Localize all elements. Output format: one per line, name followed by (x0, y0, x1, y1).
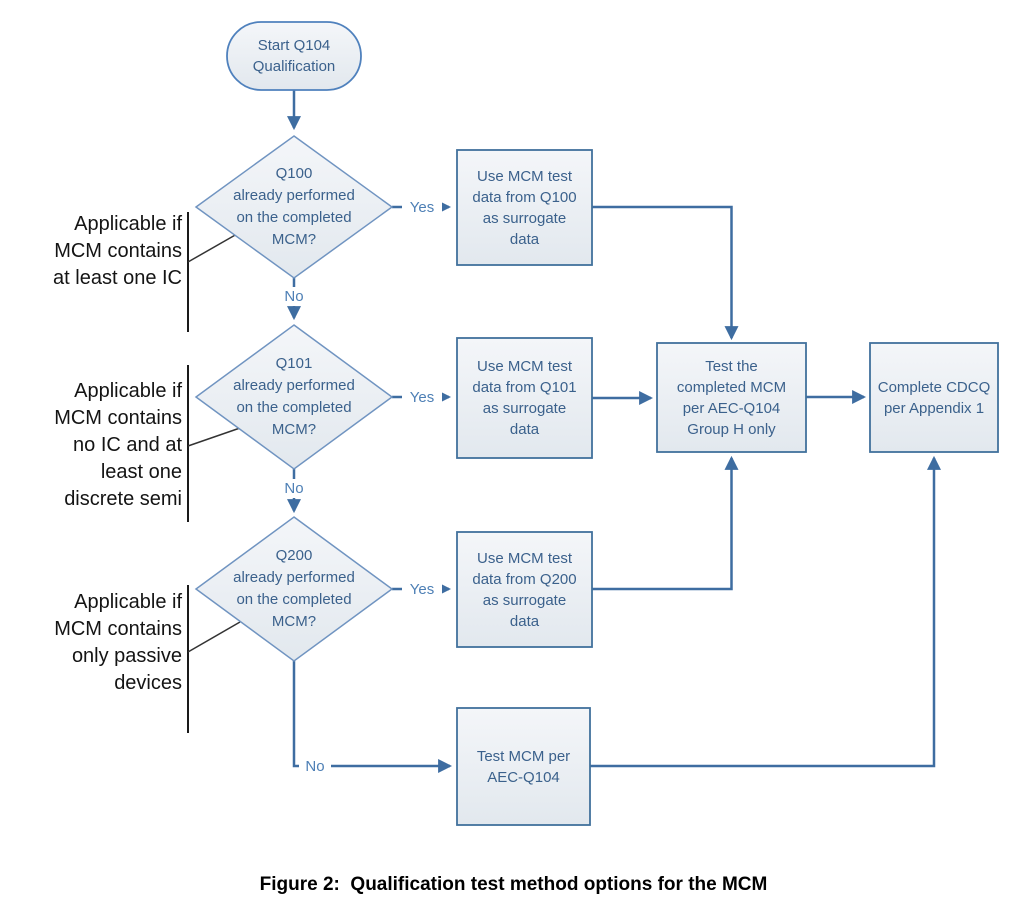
edge-q200box-to-testcompleted (592, 455, 739, 591)
edge-q200-no (292, 661, 453, 773)
annotation-at-least-one-ic: Applicable if MCM contains at least one … (53, 213, 182, 289)
test-completed-mcm-box-shape (656, 342, 807, 453)
q100-no-label: No (279, 287, 309, 306)
annotation-no-ic-discrete-semi: Applicable if MCM contains no IC and at … (54, 380, 182, 510)
q200-surrogate-box-shape (456, 531, 593, 648)
complete-cdcq-box-shape (869, 342, 999, 453)
q100-decision-shape (194, 135, 394, 279)
q200-decision-shape (194, 516, 394, 662)
annotation-only-passive-devices: Applicable if MCM contains only passive … (54, 591, 182, 694)
q100-surrogate-box-shape (456, 149, 593, 266)
annotation-pointer-1 (187, 233, 238, 263)
figure-caption: Figure 2: Qualification test method opti… (259, 874, 768, 895)
q101-yes-label: Yes (402, 387, 442, 407)
annotation-pointer-3 (187, 621, 241, 653)
q101-decision-shape (194, 324, 394, 470)
q101-no-label: No (279, 479, 309, 498)
test-mcm-box-shape (456, 707, 591, 826)
q101-surrogate-box-shape (456, 337, 593, 459)
q200-yes-label: Yes (402, 579, 442, 599)
annotation-pointer-2 (187, 427, 241, 447)
start-terminal-shape (226, 21, 362, 91)
q100-yes-label: Yes (402, 197, 442, 217)
edge-testmcm-to-cdcq (590, 455, 941, 768)
q200-no-label: No (299, 756, 331, 776)
edge-q100box-to-testcompleted (592, 205, 739, 341)
